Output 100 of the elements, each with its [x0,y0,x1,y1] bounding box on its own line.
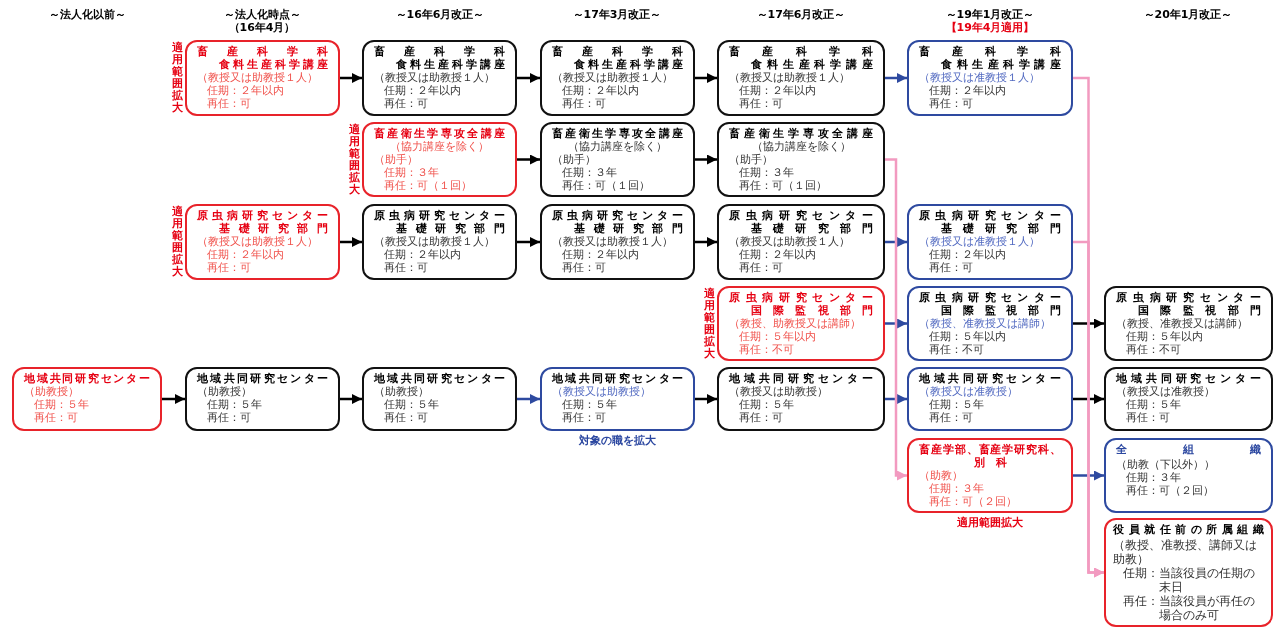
arrow [695,394,717,404]
condition-text: （教授、准教授、講師又は助教） [1113,538,1258,566]
arrow [1073,394,1104,404]
unit-box [362,122,517,197]
condition-text: 再任：可（２回） [1126,484,1215,497]
unit-box [540,204,695,280]
unit-title: 国際監視部門 [941,304,1061,317]
arrow [517,154,540,165]
condition-text: 任期：３年 [1126,471,1182,484]
column-heading: （16年4月） [228,21,296,34]
condition-text: 任期：５年 [739,398,795,411]
column-heading: ～17年3月改正～ [572,8,662,21]
condition-text: 任期：３年 [739,166,795,179]
condition-text: 任期：５年 [34,398,90,411]
unit-box [362,204,517,280]
condition-text: 任期：２年以内 [207,84,285,97]
condition-text: （助手） [729,153,774,166]
condition-text: （教授又は准教授） [919,385,1019,398]
unit-title: 原虫病研究センター [919,291,1061,304]
condition-text: （助教授） [197,385,253,398]
arrow [340,73,362,83]
unit-title: 役員就任前の所属組織 [1113,523,1264,536]
condition-text: 任期：５年以内 [1126,330,1204,343]
condition-text: （協力講座を除く） [567,140,668,153]
condition-text: 再任：不可 [929,343,985,356]
condition-text: 任期：２年以内 [384,248,462,261]
unit-box [907,40,1073,116]
unit-box [717,204,885,280]
unit-title: 基礎研究部門 [751,222,873,235]
unit-title: 食料生産科学講座 [941,58,1061,71]
unit-title: 原虫病研究センター [729,209,873,222]
condition-text: （教授又は助教授１人） [197,235,319,248]
condition-text: （教授、准教授又は講師） [919,317,1052,330]
unit-title: 地域共同研究センター [552,372,683,385]
condition-text: （教授又は准教授１人） [919,71,1041,84]
unit-title: 全組織 [1116,443,1261,456]
condition-text: 再任：可 [562,261,607,274]
condition-text: （助教） [919,469,964,482]
condition-text: 任期：２年以内 [739,248,817,261]
unit-title: 地域共同研究センター [197,372,328,385]
unit-title: 基礎研究部門 [219,222,328,235]
unit-box [540,40,695,116]
condition-text: （教授又は助教授１人） [197,71,319,84]
condition-text: 再任：可（１回） [384,179,473,192]
arrow [1073,240,1104,578]
condition-text: 再任：可（１回） [562,179,651,192]
condition-text: 再任：可 [562,97,607,110]
column-heading: ～16年6月改正～ [395,8,485,21]
unit-box [1104,367,1273,431]
unit-title: 畜産衛生学専攻全講座 [374,127,505,140]
unit-title: 地域共同研究センター [374,372,505,385]
arrow [340,237,362,247]
unit-title: 地域共同研究センター [729,372,873,385]
unit-title: 原虫病研究センター [729,291,873,304]
condition-text: 再任：可 [384,411,429,424]
scope-note: 適用範囲拡大 [172,206,183,279]
condition-text: （教授又は助教授１人） [552,235,674,248]
column-heading: ～17年6月改正～ [756,8,846,21]
column-heading: ～法人化以前～ [48,8,126,21]
unit-title: 基礎研究部門 [941,222,1061,235]
condition-text: （教授又は准教授１人） [919,235,1041,248]
arrow [1073,318,1104,329]
condition-text: 再任：可 [562,411,607,424]
unit-title: 畜産衛生学専攻全講座 [729,127,873,140]
column-heading: ～20年1月改正～ [1143,8,1233,21]
arrow [885,73,907,83]
arrow [340,394,362,404]
unit-title: 食料生産科学講座 [574,58,683,71]
scope-note: 適用範囲拡大 [704,288,715,361]
arrow [695,73,717,83]
unit-title: 基礎研究部門 [574,222,683,235]
condition-text: 任期：５年 [929,398,985,411]
column-heading: ～法人化時点～ [223,8,301,21]
unit-box [717,122,885,197]
unit-box [12,367,162,431]
unit-title: 基礎研究部門 [396,222,505,235]
unit-title: 畜産科学科 [729,45,873,58]
arrow [517,394,540,404]
condition-text: 任期：２年以内 [562,248,640,261]
unit-title: 地域共同研究センター [919,372,1061,385]
unit-box [362,40,517,116]
condition-text: 再任：可 [739,411,784,424]
condition-text: （教授又は助教授１人） [729,235,851,248]
condition-text: 任期：５年 [384,398,440,411]
condition-text: 任期：５年 [562,398,618,411]
condition-text: （教授又は准教授） [1116,385,1216,398]
condition-text: 再任：可 [207,261,252,274]
unit-title: 地域共同研究センター [1116,372,1261,385]
condition-text: 任期：５年 [1126,398,1182,411]
column-heading: 【19年4月適用】 [945,21,1035,34]
arrow [517,73,540,83]
unit-box [1104,286,1273,361]
arrow [695,237,717,247]
unit-title: 原虫病研究センター [1116,291,1261,304]
unit-title: 畜産学部、畜産学研究科、 [919,443,1061,456]
condition-text: 再任：可 [929,411,974,424]
arrow [885,318,907,329]
scope-note: 対象の職を拡大 [579,434,656,447]
unit-title: 地域共同研究センター [24,372,150,385]
unit-title: 国際監視部門 [751,304,873,317]
